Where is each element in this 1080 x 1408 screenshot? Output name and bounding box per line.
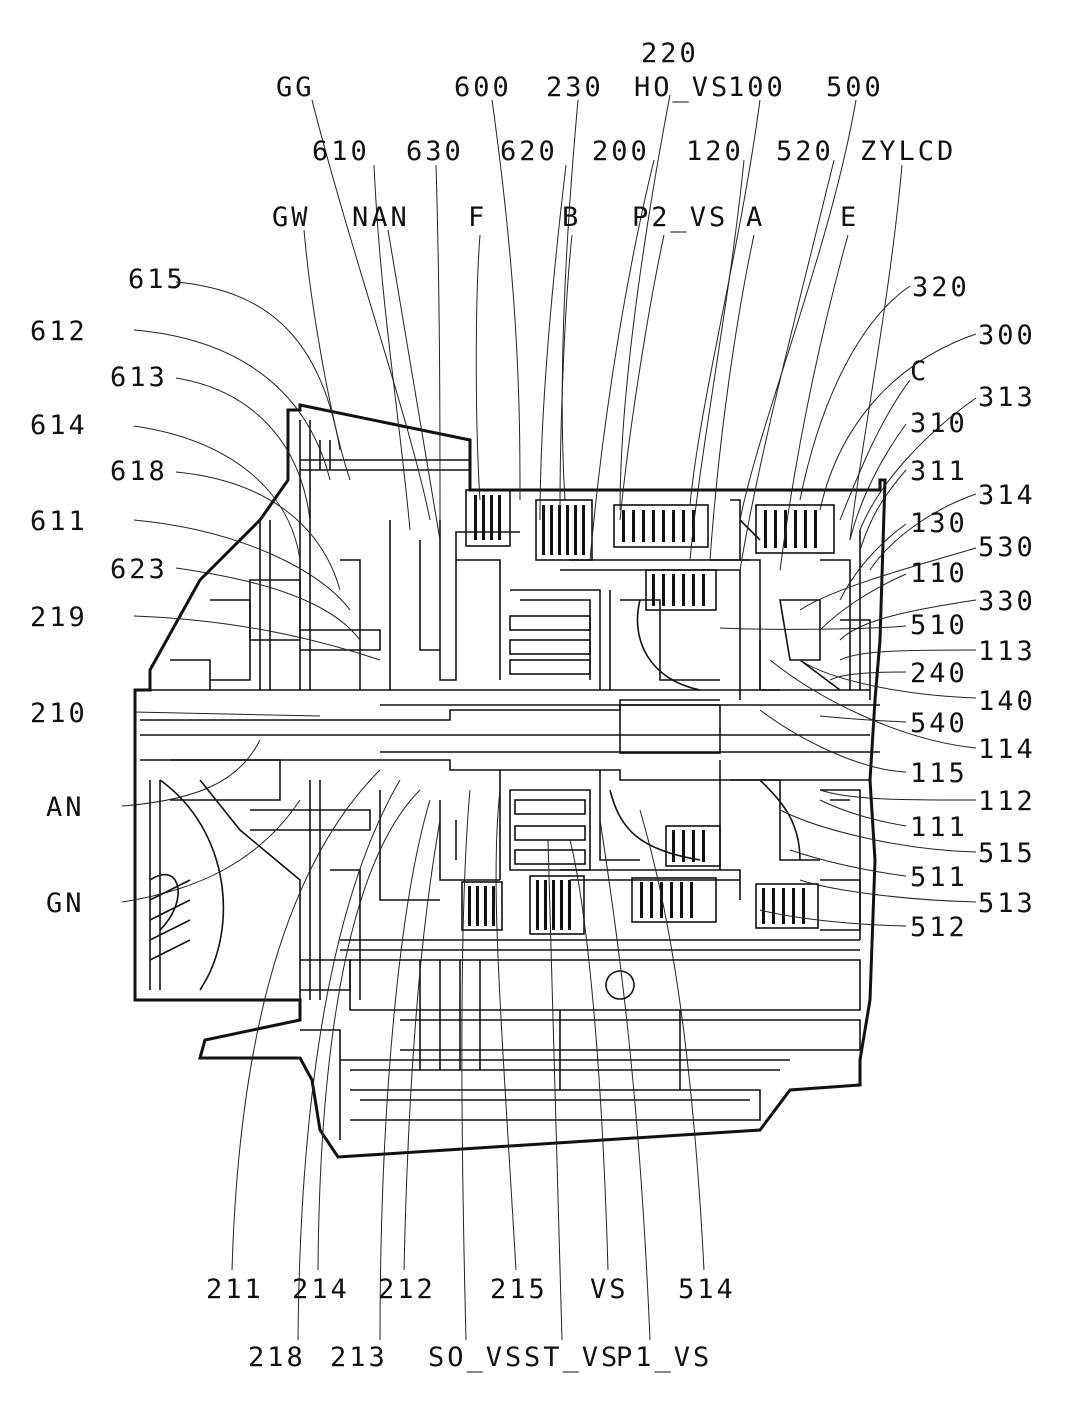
label-130: 130 [910,508,968,539]
label-313: 313 [978,382,1036,413]
label-F: F [468,202,487,233]
label-C: C [910,356,929,387]
label-511: 511 [910,862,968,893]
label-240: 240 [910,658,968,689]
label-314: 314 [978,480,1036,511]
label-612: 612 [30,316,88,347]
label-213: 213 [330,1342,388,1373]
label-514: 514 [678,1274,736,1305]
label-GN: GN [46,888,85,919]
label-520: 520 [776,136,834,167]
label-AN: AN [46,792,85,823]
label-SO_VS: SO_VS [428,1342,524,1373]
label-100: 100 [728,72,786,103]
label-P1_VS: P1_VS [616,1342,712,1373]
label-515: 515 [978,838,1036,869]
label-219: 219 [30,602,88,633]
label-GW: GW [272,202,311,233]
label-200: 200 [592,136,650,167]
label-230: 230 [546,72,604,103]
label-512: 512 [910,912,968,943]
label-220: 220 [641,38,699,69]
clutch-drums [379,499,871,940]
label-ZYLCD: ZYLCD [860,136,956,167]
label-500: 500 [826,72,884,103]
label-VS: VS [590,1274,629,1305]
label-114: 114 [978,734,1036,765]
label-311: 311 [910,456,968,487]
label-113: 113 [978,636,1036,667]
label-E: E [840,202,859,233]
label-630: 630 [406,136,464,167]
label-140: 140 [978,686,1036,717]
label-615: 615 [128,264,186,295]
converter-area [149,420,470,1000]
label-214: 214 [292,1274,350,1305]
label-111: 111 [910,812,968,843]
label-618: 618 [110,456,168,487]
label-623: 623 [110,554,168,585]
label-112: 112 [978,786,1036,817]
label-330: 330 [978,586,1036,617]
label-212: 212 [378,1274,436,1305]
label-GG: GG [276,72,315,103]
clutch-packs [461,489,835,935]
label-115: 115 [910,758,968,789]
label-613: 613 [110,362,168,393]
reference-labels: GG 220 HO_VS 600 230 100 500 610 630 620… [30,38,1036,1373]
label-300: 300 [978,320,1036,351]
label-A: A [746,202,765,233]
label-ST_VS: ST_VS [524,1342,620,1373]
label-120: 120 [686,136,744,167]
label-320: 320 [912,272,970,303]
label-B: B [562,202,581,233]
label-530: 530 [978,532,1036,563]
label-NAN: NAN [352,202,410,233]
label-540: 540 [910,708,968,739]
label-610: 610 [312,136,370,167]
label-614: 614 [30,410,88,441]
label-310: 310 [910,408,968,439]
label-211: 211 [206,1274,264,1305]
label-210: 210 [30,698,88,729]
label-513: 513 [978,888,1036,919]
label-215: 215 [490,1274,548,1305]
label-600: 600 [454,72,512,103]
label-P2_VS: P2_VS [632,202,728,233]
leader-lines [121,94,977,1341]
label-620: 620 [500,136,558,167]
label-611: 611 [30,506,88,537]
label-HO_VS: HO_VS [634,72,730,103]
label-218: 218 [248,1342,306,1373]
label-510: 510 [910,610,968,641]
label-110: 110 [910,558,968,589]
